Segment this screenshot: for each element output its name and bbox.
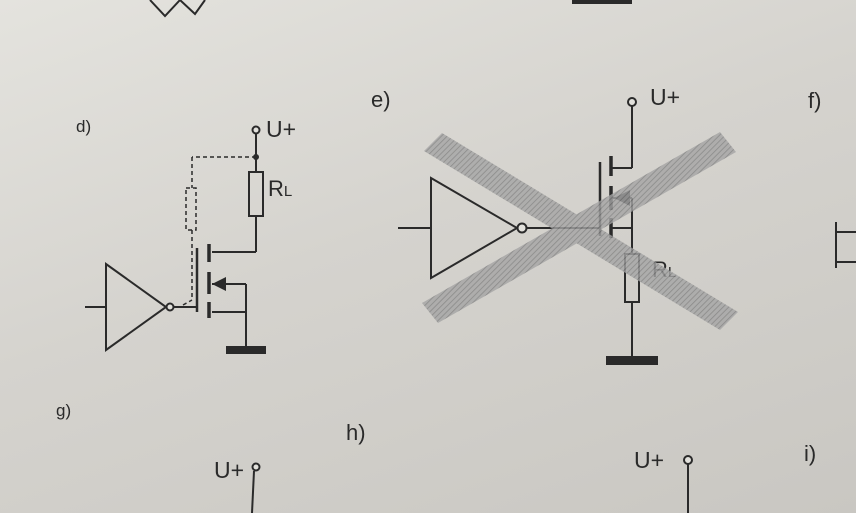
panel-e-cross-out xyxy=(422,132,738,330)
panel-d-inverter xyxy=(85,262,197,352)
top-fragment-left xyxy=(149,0,206,18)
panel-h-label: h) xyxy=(346,420,366,445)
panel-g-label: g) xyxy=(56,401,71,420)
panel-d-junction xyxy=(253,154,259,160)
panel-f-label: f) xyxy=(808,88,821,113)
panel-d-supply-label: U+ xyxy=(266,116,296,142)
panel-d-transistor-arrow xyxy=(212,277,226,291)
panel-h-supply-label: U+ xyxy=(214,457,244,483)
panel-i: i) U+ xyxy=(634,441,816,513)
panel-f-fragment xyxy=(835,222,856,268)
top-fragment-right xyxy=(572,0,632,4)
panel-i-supply-terminal xyxy=(683,455,693,513)
panel-i-label: i) xyxy=(804,441,816,466)
panel-d-wiring xyxy=(212,216,257,346)
panel-i-supply-label: U+ xyxy=(634,447,664,473)
panel-e-ground xyxy=(606,356,658,365)
panel-e: e) U+ RL xyxy=(371,84,738,365)
panel-f: f) xyxy=(808,88,856,268)
panel-e-supply-label: U+ xyxy=(650,84,680,110)
panel-d-transistor xyxy=(195,244,211,318)
panel-d: d) U+ RL xyxy=(76,116,296,354)
panel-d-label: d) xyxy=(76,117,91,136)
panel-d-resistor xyxy=(248,171,264,217)
panel-e-supply-terminal xyxy=(612,97,637,169)
panel-g: g) xyxy=(56,401,71,420)
panel-h-supply-terminal xyxy=(251,462,261,513)
panel-h: h) U+ xyxy=(214,420,366,513)
panel-d-ground xyxy=(226,346,266,354)
panel-d-supply-terminal xyxy=(251,125,261,172)
panel-d-resistor-label: RL xyxy=(268,176,292,201)
panel-d-dashed-connection xyxy=(182,156,256,306)
panel-e-label: e) xyxy=(371,87,391,112)
